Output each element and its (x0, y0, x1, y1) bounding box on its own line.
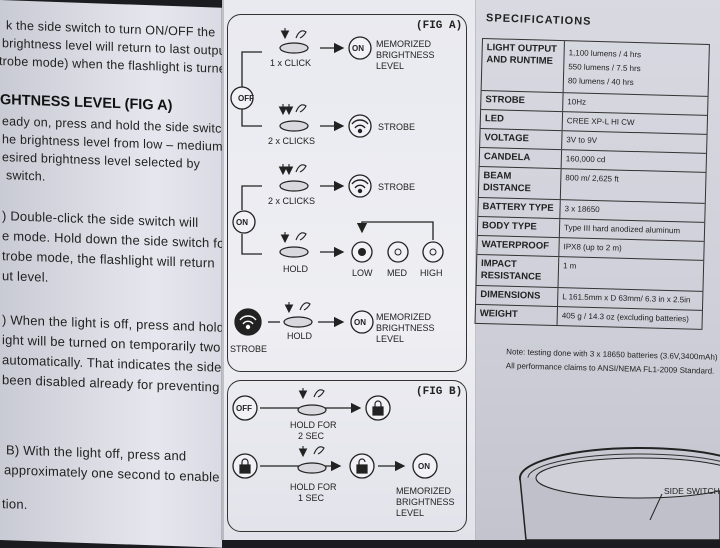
spec-value: 1,100 lumens / 4 hrs 550 lumens / 7.5 hr… (567, 48, 642, 87)
spec-label: BATTERY TYPE (478, 197, 561, 219)
specs-table: LIGHT OUTPUT AND RUNTIME 1,100 lumens / … (474, 38, 710, 330)
spec-value: 160,000 cd (565, 154, 606, 165)
med-label: MED (387, 268, 408, 278)
memorized-label: MEMORIZED (376, 312, 431, 322)
spec-label: BODY TYPE (477, 216, 561, 238)
one-click-label: 1 x CLICK (270, 58, 311, 68)
spec-label: WEIGHT (475, 304, 558, 326)
hold-duration-label: 1 SEC (298, 493, 325, 503)
side-switch-button (279, 246, 309, 258)
spec-value: CREE XP-L HI CW (566, 116, 635, 128)
strobe-icon (239, 315, 257, 330)
spec-value: IPX8 (up to 2 m) (563, 242, 622, 253)
side-switch-button (279, 120, 309, 132)
strobe-icon (351, 119, 369, 134)
fig-b-box (227, 380, 467, 532)
fig-a-label: (FIG A) (416, 20, 463, 32)
fig-b-label: (FIG B) (416, 386, 463, 398)
spec-value: 10Hz (567, 97, 587, 107)
spec-label: STROBE (481, 91, 564, 112)
finger-icon (313, 389, 325, 398)
spec-value: 1 m (562, 261, 577, 271)
on-state-circle (348, 36, 372, 60)
memorized-label: BRIGHTNESS (396, 497, 455, 507)
unlock-icon (356, 458, 368, 474)
lock-icon (372, 400, 384, 416)
hold-duration-label: HOLD FOR (290, 482, 337, 492)
finger-icon (299, 302, 311, 311)
spec-label: DIMENSIONS (476, 285, 559, 307)
off-state-circle (232, 395, 258, 421)
table-row: LIGHT OUTPUT AND RUNTIME 1,100 lumens / … (481, 39, 709, 97)
lock-icon (239, 458, 251, 474)
side-switch-label: SIDE SWITCH (664, 486, 720, 496)
memorized-label: LEVEL (376, 334, 404, 344)
spec-value: 800 m/ 2,625 ft (565, 173, 619, 184)
on-label: ON (418, 462, 430, 471)
strobe-label: STROBE (230, 344, 267, 354)
finger-icon (295, 232, 307, 241)
memorized-label: BRIGHTNESS (376, 50, 435, 60)
strobe-label: STROBE (378, 122, 415, 132)
strobe-icon (351, 179, 369, 194)
med-brightness-icon (394, 248, 402, 256)
hold-duration-label: HOLD FOR (290, 420, 337, 430)
spec-label: VOLTAGE (480, 128, 563, 150)
on-label: ON (352, 44, 364, 53)
memorized-label: LEVEL (396, 508, 424, 518)
off-state-circle (230, 86, 254, 110)
side-switch-button (283, 316, 313, 328)
memorized-label: MEMORIZED (376, 39, 431, 49)
hold-duration-label: 2 SEC (298, 431, 325, 441)
finger-icon (295, 164, 307, 173)
hold-label: HOLD (283, 264, 309, 274)
high-label: HIGH (420, 268, 443, 278)
finger-icon (295, 104, 307, 113)
on-state-circle (232, 210, 256, 234)
fold-crease (221, 0, 224, 540)
memorized-label: MEMORIZED (396, 486, 451, 496)
spec-label: BEAM DISTANCE (478, 166, 562, 200)
low-brightness-icon (358, 248, 366, 256)
on-state-circle (350, 310, 374, 334)
off-label: OFF (236, 404, 252, 413)
side-switch-button (297, 404, 327, 416)
spec-value: 405 g / 14.3 oz (excluding batteries) (561, 311, 690, 324)
on-label: ON (236, 218, 248, 227)
on-state-circle (412, 453, 438, 479)
side-switch-button (297, 462, 327, 474)
manual-figures-panel (222, 0, 476, 540)
low-label: LOW (352, 268, 373, 278)
spec-label: IMPACT RESISTANCE (476, 254, 560, 288)
strobe-label: STROBE (378, 182, 415, 192)
spec-value: 3 x 18650 (564, 204, 600, 215)
finger-icon (295, 30, 307, 39)
spec-label: WATERPROOF (477, 235, 560, 257)
side-switch-button (279, 42, 309, 54)
hold-label: HOLD (287, 331, 313, 341)
spec-value: 3V to 9V (566, 135, 598, 146)
spec-label: LED (480, 110, 564, 131)
memorized-label: BRIGHTNESS (376, 323, 435, 333)
spec-label: CANDELA (479, 147, 563, 169)
two-clicks-label: 2 x CLICKS (268, 196, 315, 206)
on-label: ON (354, 318, 366, 327)
two-clicks-label: 2 x CLICKS (268, 136, 315, 146)
spec-value: L 161.5mm x D 63mm/ 6.3 in x 2.5in (562, 292, 691, 305)
off-label: OFF (238, 94, 254, 103)
spec-value: Type III hard anodized aluminum (563, 223, 681, 236)
spec-label: LIGHT OUTPUT AND RUNTIME (481, 39, 565, 93)
side-switch-button (279, 180, 309, 192)
fig-a-box (227, 14, 467, 372)
memorized-label: LEVEL (376, 61, 404, 71)
spec-note: Note: testing done with 3 x 18650 batter… (506, 345, 718, 379)
finger-icon (313, 446, 325, 455)
high-brightness-icon (429, 248, 437, 256)
